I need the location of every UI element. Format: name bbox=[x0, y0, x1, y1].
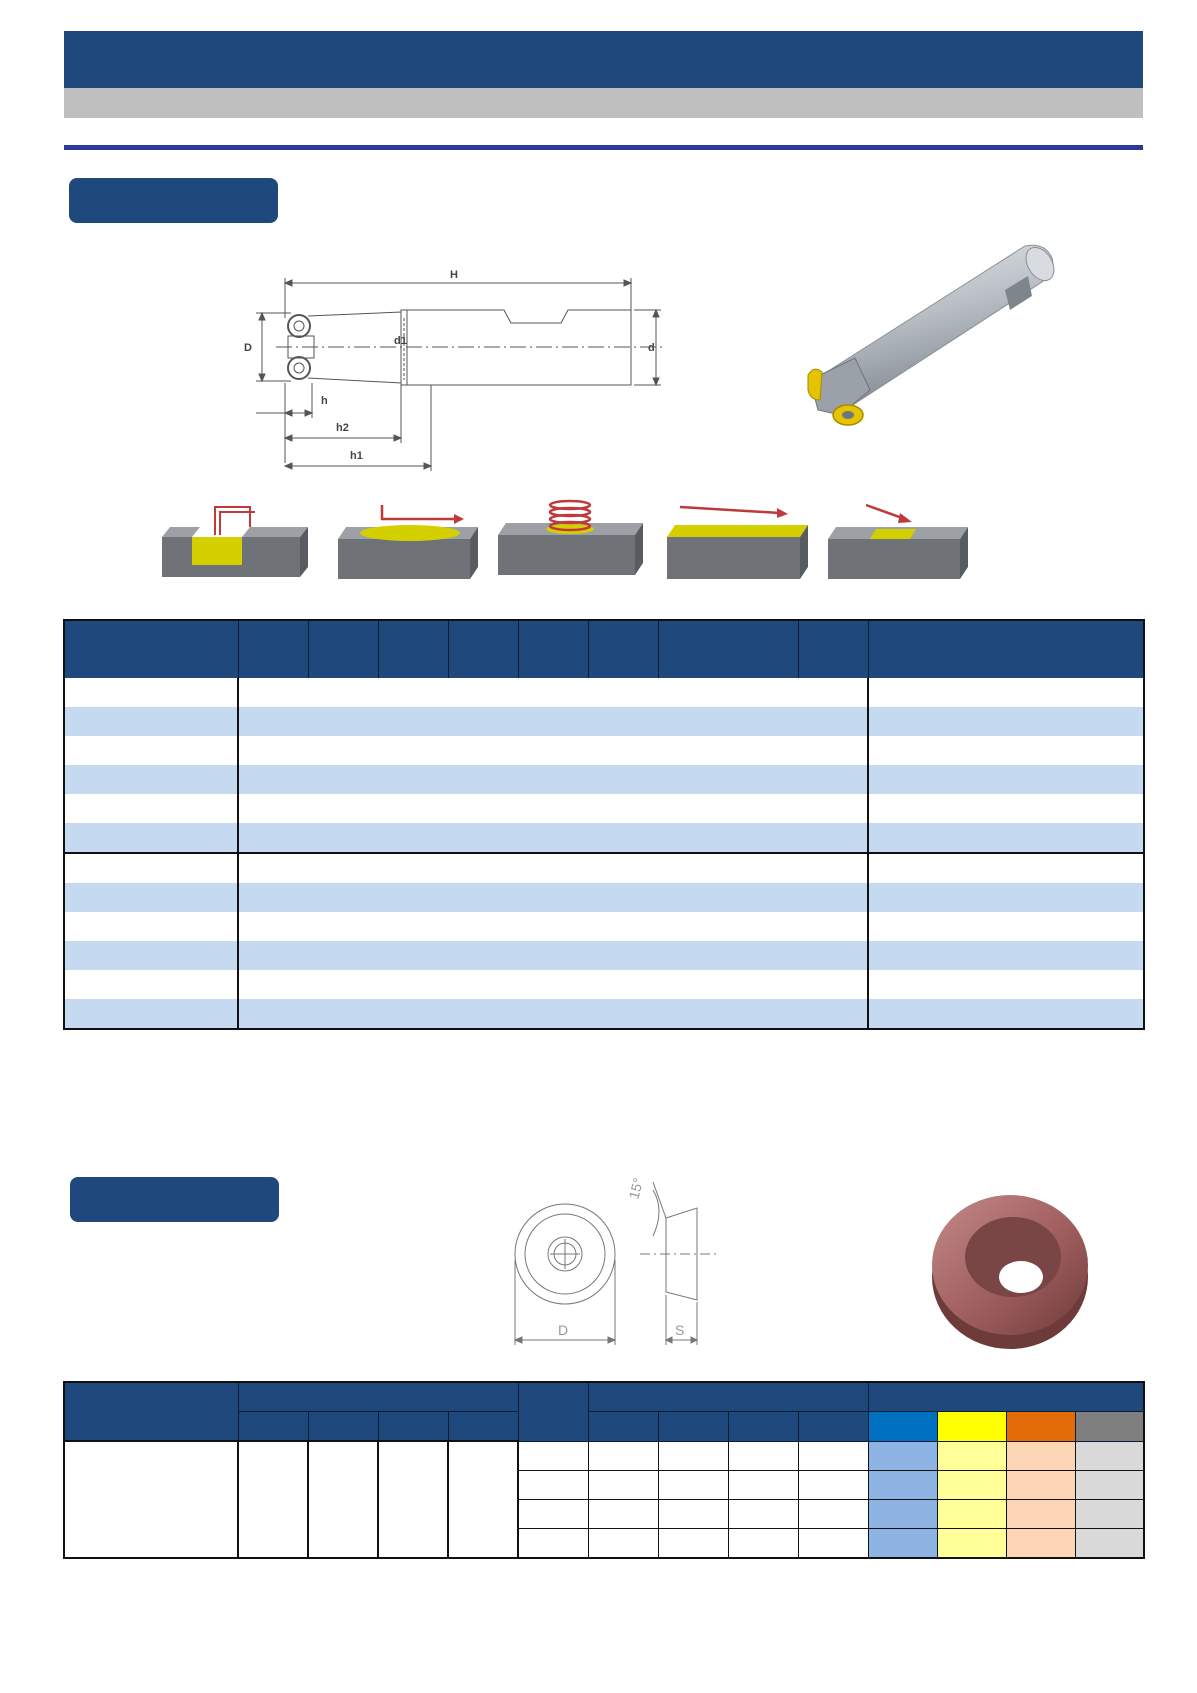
material-h-swatch bbox=[1074, 1411, 1145, 1442]
th-insert bbox=[868, 620, 1144, 678]
op-slotting bbox=[162, 506, 308, 577]
insert-grade-table bbox=[63, 1381, 1145, 1559]
table-row bbox=[64, 736, 1144, 765]
th-dimensions-group bbox=[237, 1381, 519, 1412]
table-row bbox=[64, 765, 1144, 794]
label-angle: 15° bbox=[625, 1176, 646, 1201]
table-row bbox=[64, 1527, 1145, 1558]
op-ramping bbox=[828, 503, 968, 579]
th-designation bbox=[64, 620, 239, 678]
table-row bbox=[64, 883, 1144, 912]
th-cutting-group bbox=[587, 1381, 869, 1412]
header-rule bbox=[64, 145, 1143, 150]
label-insert-S: S bbox=[675, 1322, 684, 1338]
table-row bbox=[64, 823, 1144, 853]
header-subbar bbox=[64, 88, 1143, 118]
th-grade bbox=[517, 1381, 589, 1442]
th-h bbox=[448, 620, 519, 678]
th-d bbox=[308, 620, 379, 678]
op-helical-interpolation bbox=[498, 499, 643, 575]
table-row bbox=[64, 1469, 1145, 1500]
table-row bbox=[64, 912, 1144, 941]
label-h: h bbox=[321, 395, 328, 407]
label-insert-D: D bbox=[558, 1322, 568, 1338]
th-sub bbox=[237, 1411, 309, 1442]
th-sub bbox=[797, 1411, 869, 1442]
insert-3d-image bbox=[932, 1195, 1088, 1349]
table-row bbox=[64, 707, 1144, 736]
insert-table-header-sub bbox=[64, 1411, 1145, 1442]
label-h1: h1 bbox=[350, 450, 363, 462]
table-row bbox=[64, 941, 1144, 970]
th-sub bbox=[657, 1411, 729, 1442]
header-bar bbox=[64, 31, 1143, 88]
th-sub bbox=[587, 1411, 659, 1442]
table-row bbox=[64, 794, 1144, 823]
th-d1 bbox=[378, 620, 449, 678]
table-row bbox=[64, 852, 1144, 883]
holder-table-header bbox=[64, 620, 1144, 678]
th-application-group bbox=[867, 1381, 1145, 1412]
label-h2: h2 bbox=[336, 422, 349, 434]
th-sub bbox=[307, 1411, 379, 1442]
insert-table-header-top bbox=[63, 1381, 1145, 1442]
table-row bbox=[64, 970, 1144, 999]
holder-spec-table bbox=[63, 619, 1145, 1030]
th-z bbox=[798, 620, 869, 678]
material-m-swatch bbox=[936, 1411, 1007, 1442]
th-H bbox=[658, 620, 799, 678]
op-pocketing bbox=[338, 505, 478, 579]
th-sub bbox=[447, 1411, 519, 1442]
th-h2 bbox=[588, 620, 659, 678]
table-row bbox=[64, 678, 1144, 707]
material-k-swatch bbox=[1005, 1411, 1076, 1442]
table-row bbox=[64, 1498, 1145, 1529]
section-tab-holder bbox=[69, 178, 278, 223]
th-h1 bbox=[518, 620, 589, 678]
th-insert-designation bbox=[63, 1381, 239, 1442]
label-d1: d1 bbox=[394, 335, 407, 347]
material-p-swatch bbox=[867, 1411, 938, 1442]
endmill-3d-image bbox=[807, 244, 1055, 426]
label-D: D bbox=[244, 342, 252, 354]
label-H: H bbox=[450, 269, 458, 281]
table-row bbox=[63, 1440, 1145, 1559]
insert-dimension-drawing: 15° D S bbox=[513, 1176, 720, 1345]
op-face-milling bbox=[667, 505, 808, 579]
endmill-dimension-drawing: H D d1 d h h2 h1 bbox=[244, 269, 666, 471]
table-row bbox=[64, 999, 1144, 1029]
machining-operations-strip bbox=[162, 499, 968, 579]
th-D bbox=[238, 620, 309, 678]
section-tab-insert bbox=[70, 1177, 279, 1222]
label-d: d bbox=[648, 342, 655, 354]
th-sub bbox=[377, 1411, 449, 1442]
th-sub bbox=[727, 1411, 799, 1442]
